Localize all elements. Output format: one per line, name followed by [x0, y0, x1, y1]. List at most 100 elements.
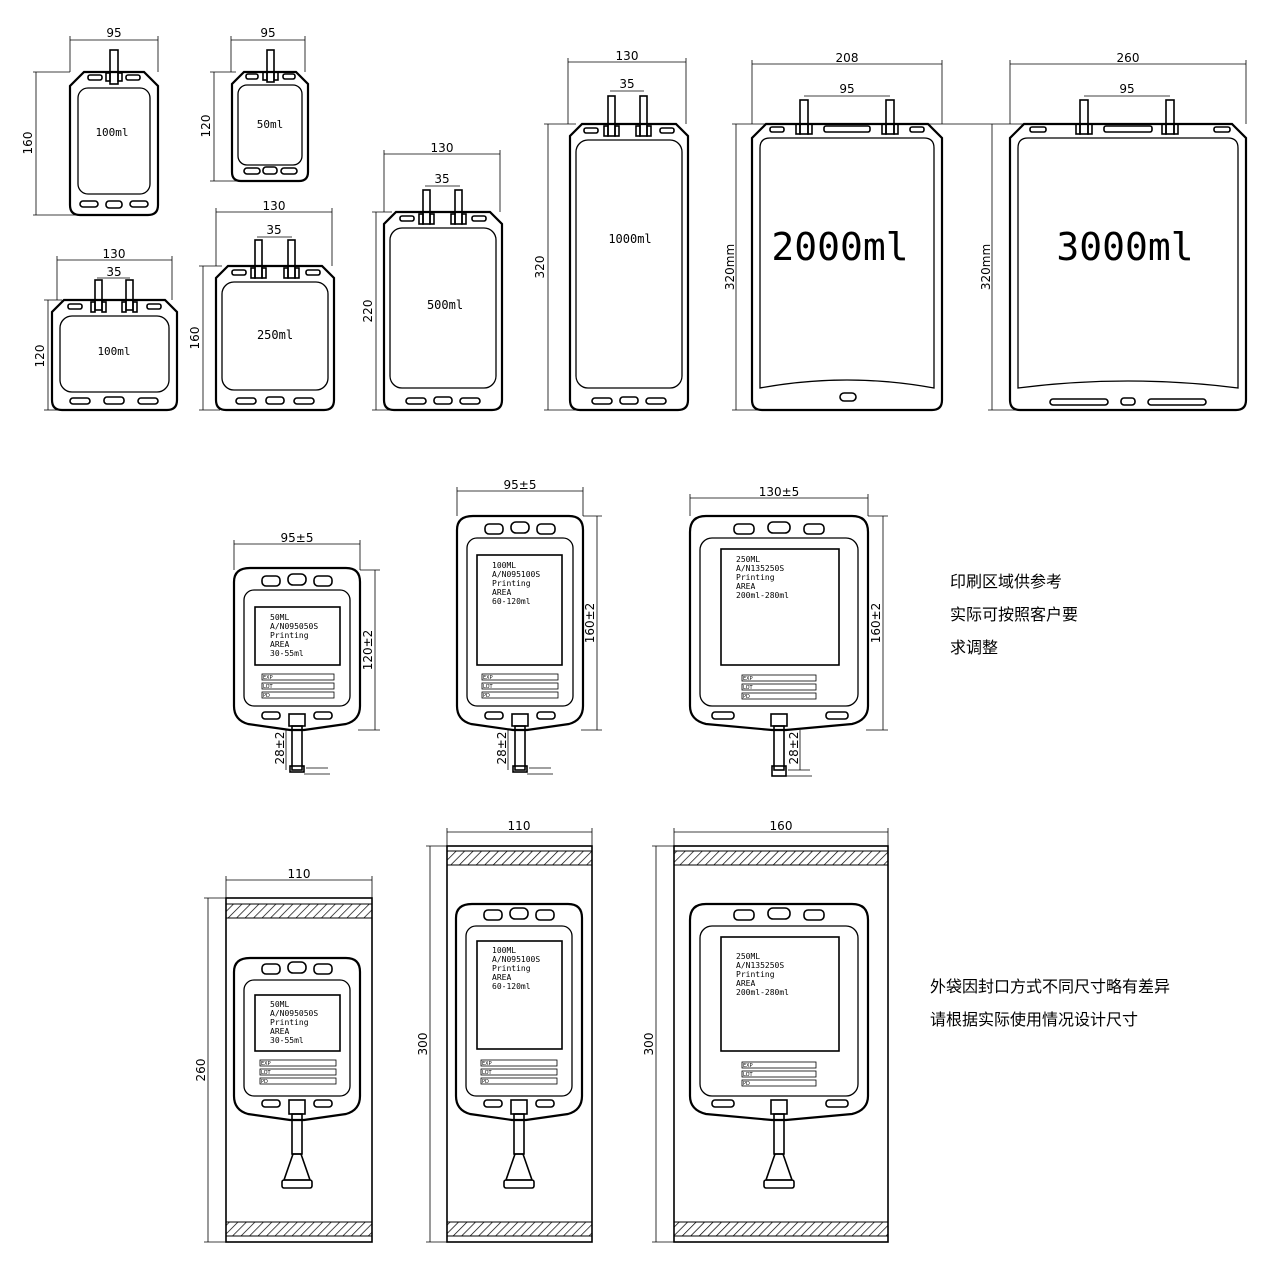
port-dim: 35 [106, 265, 121, 279]
height-dim: 320 [533, 256, 547, 279]
capacity-label: 100ml [95, 126, 128, 139]
tube-dim: 28±2 [787, 732, 801, 765]
port-dim: 35 [619, 77, 634, 91]
svg-text:AREA: AREA [736, 582, 755, 591]
svg-text:EXP: EXP [743, 676, 753, 682]
capacity-label: 2000ml [771, 225, 908, 269]
printing-area [720, 936, 840, 1052]
height-dim: 120±2 [361, 630, 375, 671]
bag-100ml-twin: 130 35 120 100ml [33, 247, 179, 412]
svg-text:200ml-280ml: 200ml-280ml [736, 591, 789, 600]
svg-text:AREA: AREA [270, 1027, 289, 1036]
bag-500ml: 130 35 220 500ml [361, 141, 504, 412]
width-dim: 130±5 [759, 485, 800, 499]
svg-text:50ML: 50ML [270, 613, 289, 622]
svg-text:AREA: AREA [492, 588, 511, 597]
svg-text:LOT: LOT [482, 1070, 493, 1076]
svg-text:Printing: Printing [270, 1018, 309, 1027]
svg-text:EXP: EXP [483, 675, 493, 681]
svg-text:PD: PD [743, 694, 750, 700]
svg-text:Printing: Printing [736, 970, 775, 979]
svg-text:Printing: Printing [492, 579, 531, 588]
svg-text:请根据实际使用情况设计尺寸: 请根据实际使用情况设计尺寸 [930, 1010, 1138, 1029]
svg-text:PD: PD [743, 1081, 750, 1087]
svg-text:LOT: LOT [261, 1070, 272, 1076]
tube [514, 725, 526, 771]
outer-bag-250ml: 160 300 250ML A/N135250S Printing AREA 2… [642, 819, 889, 1243]
bag-1000ml: 130 35 320 1000ml [533, 49, 690, 412]
height-dim: 160 [21, 132, 35, 155]
width-dim: 130 [616, 49, 639, 63]
outer-bag [673, 845, 889, 1243]
svg-text:60-120ml: 60-120ml [492, 597, 531, 606]
capacity-label: 3000ml [1056, 225, 1193, 269]
tube [291, 725, 303, 771]
svg-text:30-55ml: 30-55ml [270, 1036, 304, 1045]
svg-text:AREA: AREA [492, 973, 511, 982]
printing-area [476, 554, 563, 666]
height-dim: 320mm [723, 244, 737, 290]
port-dim: 95 [839, 82, 854, 96]
svg-text:A/N095050S: A/N095050S [270, 1009, 318, 1018]
tube-dim: 28±2 [495, 732, 509, 765]
svg-text:EXP: EXP [263, 675, 273, 681]
port-tube [109, 49, 119, 85]
svg-text:50ML: 50ML [270, 1000, 289, 1009]
port-dim: 35 [266, 223, 281, 237]
outer-bag-50ml: 110 260 50ML A/N095050S Printing AREA 30… [194, 867, 373, 1243]
svg-text:A/N135250S: A/N135250S [736, 564, 784, 573]
height-dim: 160±2 [583, 603, 597, 644]
bag-250ml: 130 35 160 250ml [188, 199, 336, 412]
svg-text:求调整: 求调整 [950, 638, 998, 657]
svg-text:250ML: 250ML [736, 555, 760, 564]
height-dim: 300 [416, 1033, 430, 1056]
svg-text:LOT: LOT [483, 684, 494, 690]
capacity-label: 250ml [257, 328, 293, 342]
svg-text:PD: PD [263, 693, 270, 699]
svg-text:PD: PD [483, 693, 490, 699]
svg-text:实际可按照客户要: 实际可按照客户要 [950, 605, 1078, 624]
bag-3000ml: 260 95 320mm 3000ml [979, 51, 1248, 412]
svg-text:A/N095100S: A/N095100S [492, 570, 540, 579]
print-area-note: 印刷区域供参考 实际可按照客户要 求调整 [950, 572, 1078, 657]
height-dim: 260 [194, 1059, 208, 1082]
svg-text:外袋因封口方式不同尺寸略有差异: 外袋因封口方式不同尺寸略有差异 [930, 977, 1170, 996]
printing-area [254, 606, 341, 666]
bag-100ml-single: 95 160 100ml [21, 26, 160, 217]
height-dim: 320mm [979, 244, 993, 290]
svg-text:LOT: LOT [743, 685, 754, 691]
svg-text:100ML: 100ML [492, 946, 516, 955]
capacity-label: 100ml [97, 345, 130, 358]
print-bag-100ml: 95±5 160±2 100ML A/N095100S Printing ARE… [455, 478, 602, 775]
width-dim: 95 [106, 26, 121, 40]
width-dim: 110 [508, 819, 531, 833]
tube-dim: 28±2 [273, 732, 287, 765]
svg-text:100ML: 100ML [492, 561, 516, 570]
width-dim: 95 [260, 26, 275, 40]
printing-area [254, 994, 341, 1052]
svg-text:Printing: Printing [736, 573, 775, 582]
capacity-label: 1000ml [608, 232, 651, 246]
svg-text:AREA: AREA [736, 979, 755, 988]
svg-text:A/N135250S: A/N135250S [736, 961, 784, 970]
width-dim: 130 [103, 247, 126, 261]
width-dim: 95±5 [504, 478, 537, 492]
printing-area [720, 548, 840, 666]
tube [773, 725, 785, 771]
svg-text:LOT: LOT [743, 1072, 754, 1078]
svg-text:AREA: AREA [270, 640, 289, 649]
port-dim: 95 [1119, 82, 1134, 96]
height-dim: 120 [199, 115, 213, 138]
bag-2000ml: 208 95 320mm 2000ml [723, 51, 1030, 412]
svg-text:30-55ml: 30-55ml [270, 649, 304, 658]
height-dim: 300 [642, 1033, 656, 1056]
width-dim: 110 [288, 867, 311, 881]
height-dim: 220 [361, 300, 375, 323]
capacity-label: 50ml [257, 118, 284, 131]
width-dim: 95±5 [281, 531, 314, 545]
svg-text:200ml-280ml: 200ml-280ml [736, 988, 789, 997]
svg-text:Printing: Printing [270, 631, 309, 640]
svg-text:EXP: EXP [261, 1061, 271, 1067]
svg-text:Printing: Printing [492, 964, 531, 973]
